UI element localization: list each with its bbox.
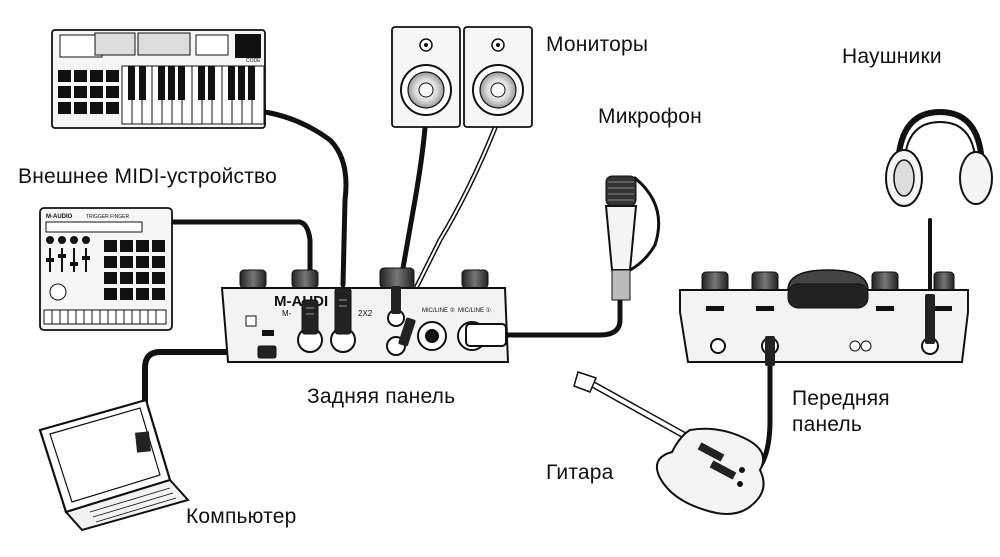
label-monitors: Мониторы — [546, 33, 649, 56]
rear-midi-ports — [297, 287, 356, 353]
cable-mic-to-interface — [502, 297, 623, 338]
studio-monitor-right — [463, 26, 533, 128]
studio-monitor-left — [391, 26, 461, 128]
mic-line-1-label: MIC/LINE ① — [458, 307, 491, 314]
label-computer: Компьютер — [186, 505, 297, 528]
rear-model: M- — [282, 309, 292, 318]
cable-usb-to-computer — [142, 349, 261, 433]
rear-combo-inputs — [417, 321, 507, 351]
label-external-midi: Внешнее MIDI-устройство — [18, 165, 278, 188]
cable-monitor-right-inner — [409, 127, 496, 301]
label-front-panel-line2: панель — [792, 413, 863, 437]
rear-brand: M-AUDI — [274, 293, 328, 310]
microphone — [604, 175, 638, 301]
label-headphones: Наушники — [842, 45, 942, 68]
rear-outputs — [386, 286, 416, 356]
keyboard-badge: CODE — [246, 58, 261, 64]
audio-interface-rear: M-AUDI M- 2X2 MIC/LINE ② MIC/LINE ① — [220, 267, 510, 363]
keyboard-keys — [121, 65, 265, 125]
cable-keyboard-to-interface — [262, 109, 349, 288]
label-front-panel: Передняя панель — [792, 386, 890, 439]
pad-knobs — [46, 236, 90, 244]
cable-pad-to-interface — [169, 219, 313, 293]
label-microphone: Микрофон — [598, 105, 702, 128]
pad-model: TRIGGER FINGER — [86, 214, 129, 220]
mic-line-2-label: MIC/LINE ② — [422, 307, 455, 314]
pad-brand: M-AUDIO — [46, 214, 73, 220]
audio-interface-front — [679, 269, 969, 366]
label-front-panel-line1: Передняя — [792, 387, 890, 410]
pad-grid — [104, 240, 165, 300]
front-knobs — [701, 271, 955, 295]
keyboard-pads — [58, 70, 119, 114]
midi-keyboard: CODE — [51, 29, 266, 129]
label-guitar: Гитара — [546, 461, 614, 484]
rear-model-suffix: 2X2 — [358, 309, 373, 318]
rear-top-knobs — [239, 267, 489, 289]
electric-guitar — [573, 371, 765, 515]
cable-monitor-left — [397, 125, 428, 288]
laptop — [38, 398, 190, 532]
cable-mic-hang — [628, 176, 661, 272]
headphones — [885, 108, 993, 207]
trigger-pad-controller: M-AUDIO TRIGGER FINGER — [39, 207, 173, 331]
label-rear-panel: Задняя панель — [307, 385, 456, 408]
